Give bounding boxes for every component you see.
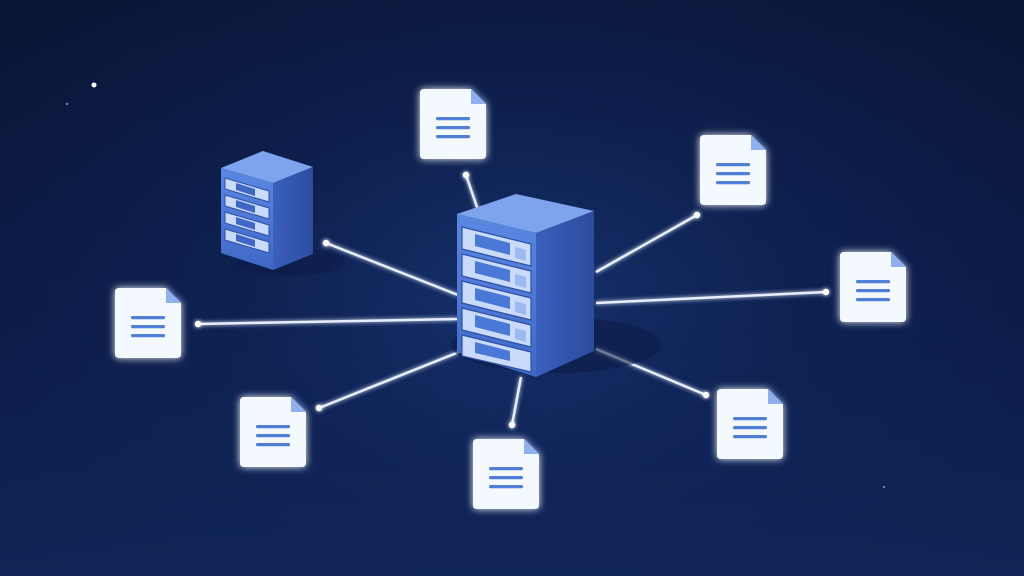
star-dot <box>883 486 885 488</box>
document-icon <box>473 439 539 509</box>
connector-dot <box>322 239 330 247</box>
connector-dot <box>315 404 323 412</box>
document-icon <box>840 252 906 322</box>
star-dot <box>91 82 97 88</box>
connector-line <box>595 213 698 274</box>
connector-dot <box>693 211 701 219</box>
connector-line <box>197 317 458 326</box>
document-icon <box>420 89 486 159</box>
document-icon <box>240 397 306 467</box>
server-icon <box>457 194 594 377</box>
connector-line <box>318 350 460 410</box>
document-icon <box>717 389 783 459</box>
connector-dot <box>702 391 710 399</box>
connector-dot <box>194 320 202 328</box>
document-icon <box>115 288 181 358</box>
connectors <box>197 174 827 426</box>
connector-endpoints <box>194 171 830 429</box>
server-icon <box>221 151 313 270</box>
document-icon <box>700 135 766 205</box>
connector-line <box>595 290 827 305</box>
connector-dot <box>508 421 516 429</box>
connector-line <box>325 241 459 297</box>
connector-line <box>510 376 523 426</box>
connector-dot <box>462 171 470 179</box>
star-dot <box>65 102 69 106</box>
connector-dot <box>822 288 830 296</box>
connector-line <box>464 174 480 211</box>
